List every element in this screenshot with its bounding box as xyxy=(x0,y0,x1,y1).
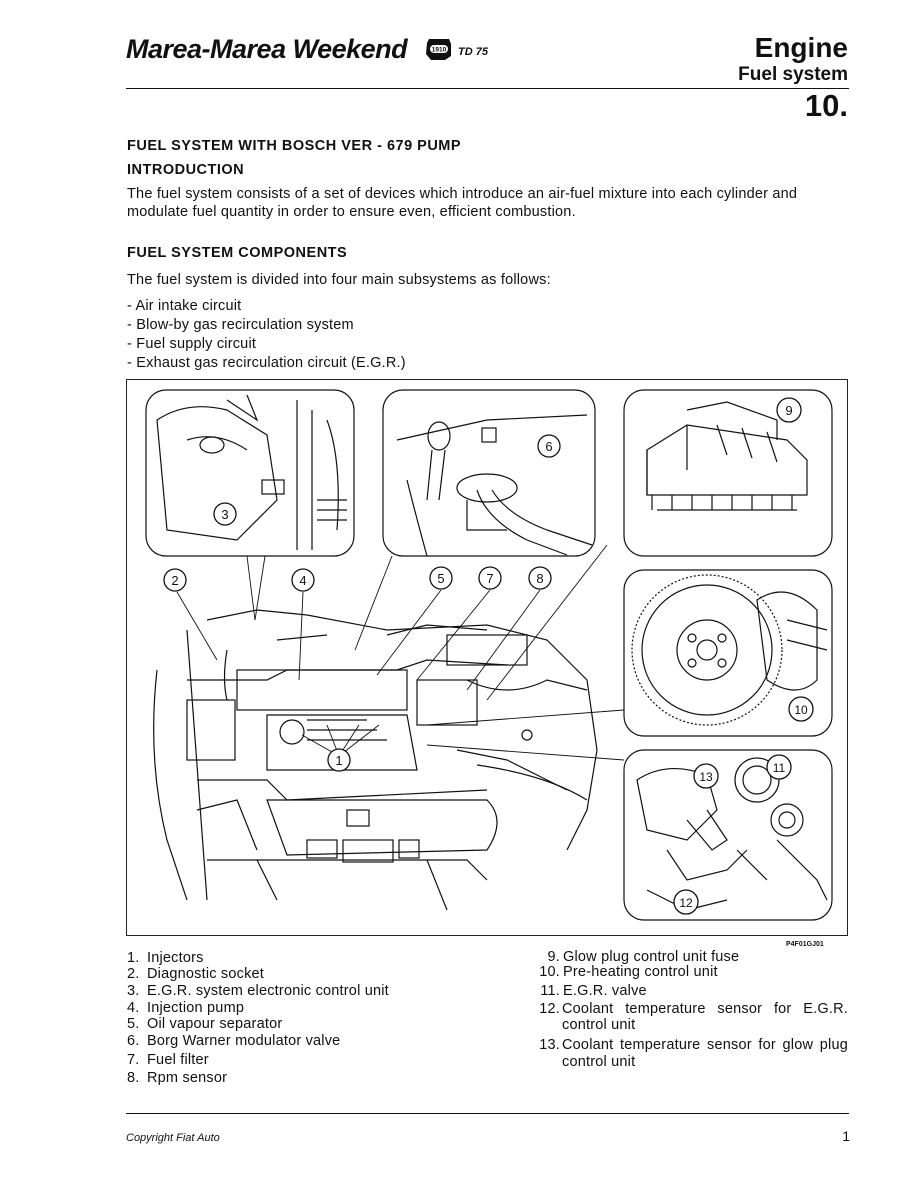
legend-item: 11.E.G.R. valve xyxy=(540,983,647,999)
svg-text:1: 1 xyxy=(335,753,342,768)
callout-10: 10 xyxy=(788,696,814,722)
legend-item: 4.Injection pump xyxy=(127,1000,245,1016)
legend-item: 12.Coolant temperature sensor for E.G.R.… xyxy=(539,1001,848,1033)
svg-text:1910: 1910 xyxy=(432,47,447,54)
engine-bay-figure: 1 2 3 4 5 6 7 8 9 10 11 12 13 xyxy=(126,379,848,936)
components-paragraph: The fuel system is divided into four mai… xyxy=(127,272,551,288)
inset-modulator-valve xyxy=(382,389,596,557)
intro-paragraph: The fuel system consists of a set of dev… xyxy=(127,186,798,220)
svg-text:4: 4 xyxy=(299,573,306,588)
figure-reference-code: P4F01GJ01 xyxy=(786,941,824,948)
callout-9: 9 xyxy=(776,397,802,423)
subsystem-item: - Fuel supply circuit xyxy=(127,336,257,352)
svg-text:11: 11 xyxy=(773,761,786,775)
svg-text:2: 2 xyxy=(171,573,178,588)
legend-item: 9.Glow plug control unit fuse xyxy=(547,949,740,965)
page-number: 1 xyxy=(842,1128,850,1144)
section-title: Engine xyxy=(754,32,848,63)
callout-5: 5 xyxy=(429,566,453,590)
callout-6: 6 xyxy=(537,434,561,458)
svg-text:13: 13 xyxy=(699,770,713,784)
engine-bay-drawing xyxy=(153,609,598,911)
inset-egr-valve xyxy=(623,749,833,921)
intro-heading: INTRODUCTION xyxy=(127,162,245,178)
components-heading: FUEL SYSTEM COMPONENTS xyxy=(127,245,348,261)
callout-8: 8 xyxy=(528,566,552,590)
leader-lines xyxy=(176,544,625,761)
subsystem-item: - Air intake circuit xyxy=(127,298,242,314)
callout-3: 3 xyxy=(213,502,237,526)
subsystem-item: - Exhaust gas recirculation circuit (E.G… xyxy=(127,355,406,371)
inset-rpm-sensor xyxy=(623,569,833,737)
subsection-title: Fuel system xyxy=(738,64,848,85)
section-number: 10. xyxy=(804,88,848,123)
legend-item: 10.Pre-heating control unit xyxy=(539,964,718,980)
legend-item: 3.E.G.R. system electronic control unit xyxy=(127,983,389,999)
legend-item: 6.Borg Warner modulator valve xyxy=(127,1033,341,1049)
svg-text:9: 9 xyxy=(785,403,792,418)
copyright-notice: Copyright Fiat Auto xyxy=(126,1132,220,1144)
svg-text:3: 3 xyxy=(221,507,228,522)
svg-text:5: 5 xyxy=(437,571,444,586)
inset-egr-ecu xyxy=(145,389,355,557)
legend-item: 1.Injectors xyxy=(127,950,204,966)
callout-7: 7 xyxy=(478,566,502,590)
callout-1: 1 xyxy=(327,748,351,772)
callout-12: 12 xyxy=(673,889,699,915)
manual-title: Marea-Marea Weekend xyxy=(126,34,408,64)
svg-text:8: 8 xyxy=(536,571,543,586)
callout-2: 2 xyxy=(163,568,187,592)
callout-11: 11 xyxy=(766,754,792,780)
main-heading: FUEL SYSTEM WITH BOSCH VER - 679 PUMP xyxy=(127,138,462,154)
svg-text:10: 10 xyxy=(794,703,808,717)
svg-text:12: 12 xyxy=(679,896,693,910)
callout-4: 4 xyxy=(291,568,315,592)
legend-item: 7.Fuel filter xyxy=(127,1052,209,1068)
legend-item: 13.Coolant temperature sensor for glow p… xyxy=(539,1037,848,1070)
header-rule xyxy=(126,88,849,89)
subsystem-item: - Blow-by gas recirculation system xyxy=(127,317,354,333)
callout-13: 13 xyxy=(693,763,719,789)
legend-item: 5.Oil vapour separator xyxy=(127,1016,283,1032)
inset-glow-plug-fuse xyxy=(623,389,833,557)
fiat-1910-logo: 1910 xyxy=(423,36,455,62)
svg-text:7: 7 xyxy=(486,571,493,586)
footer-rule xyxy=(126,1113,849,1114)
legend-item: 8.Rpm sensor xyxy=(127,1070,228,1086)
legend-item: 2.Diagnostic socket xyxy=(127,966,265,982)
svg-text:6: 6 xyxy=(545,439,552,454)
engine-code: TD 75 xyxy=(458,46,488,58)
callout-markers: 1 2 3 4 5 6 7 8 9 10 11 12 13 xyxy=(163,397,814,915)
